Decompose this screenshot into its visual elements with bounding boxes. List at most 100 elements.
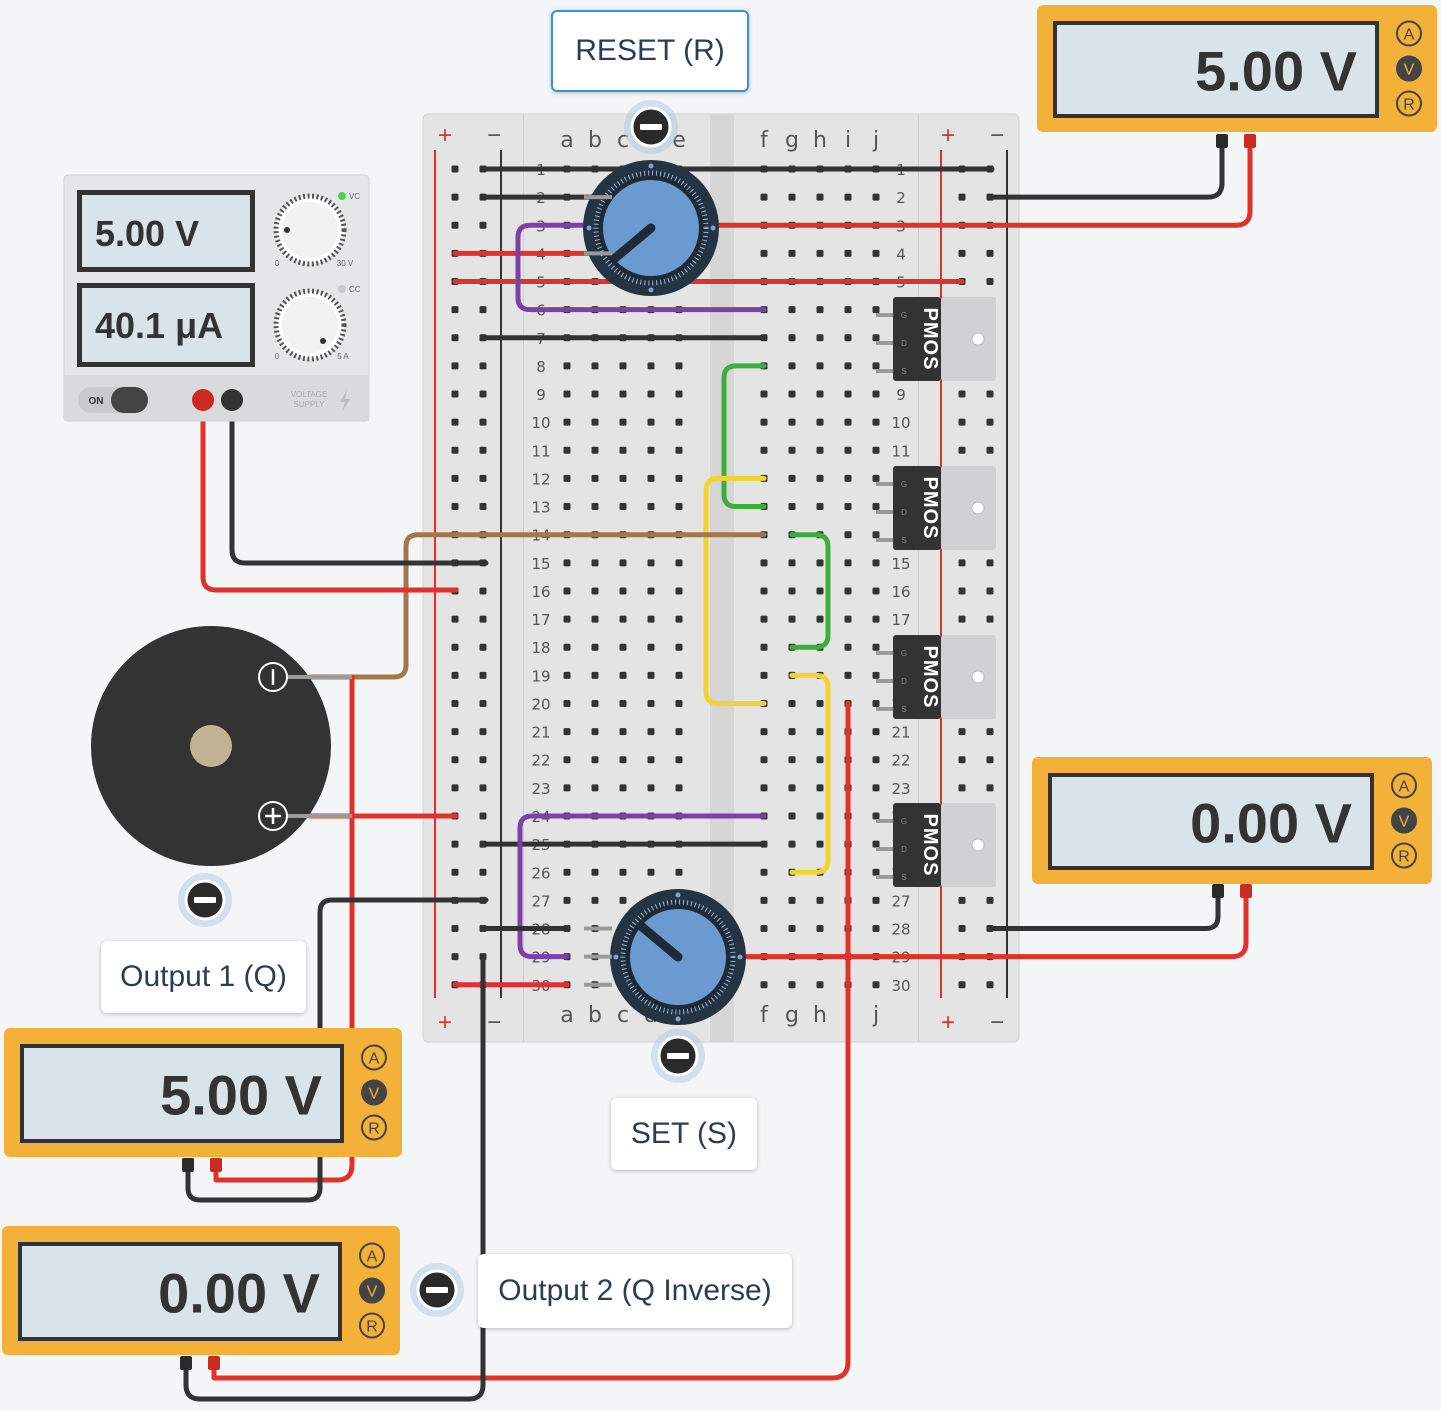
- hole[interactable]: [844, 334, 852, 342]
- hole[interactable]: [872, 418, 880, 426]
- hole[interactable]: [788, 334, 796, 342]
- reset-label[interactable]: RESET (R): [551, 10, 749, 92]
- hole[interactable]: [591, 671, 599, 679]
- hole[interactable]: [958, 615, 966, 623]
- hole[interactable]: [647, 362, 655, 370]
- hole[interactable]: [451, 784, 459, 792]
- hole[interactable]: [872, 193, 880, 201]
- piezo-buzzer[interactable]: [91, 626, 352, 866]
- wire-green-2[interactable]: [789, 532, 831, 650]
- hole[interactable]: [816, 896, 824, 904]
- hole[interactable]: [675, 615, 683, 623]
- hole[interactable]: [451, 868, 459, 876]
- hole[interactable]: [760, 418, 768, 426]
- hole[interactable]: [647, 671, 655, 679]
- hole[interactable]: [760, 559, 768, 567]
- meter-mode-a-button[interactable]: [361, 1044, 387, 1071]
- hole[interactable]: [844, 193, 852, 201]
- hole[interactable]: [986, 756, 994, 764]
- hole[interactable]: [816, 503, 824, 511]
- meter-mode-v-button[interactable]: [1396, 55, 1422, 82]
- hole[interactable]: [816, 925, 824, 933]
- wire-supply-neg[interactable]: [229, 395, 489, 566]
- wire-purple-bottom[interactable]: [517, 813, 767, 960]
- hole[interactable]: [563, 756, 571, 764]
- hole[interactable]: [986, 278, 994, 286]
- hole[interactable]: [619, 756, 627, 764]
- wire-q-neg[interactable]: [185, 897, 489, 1203]
- hole[interactable]: [479, 503, 487, 511]
- hole[interactable]: [844, 643, 852, 651]
- hole[interactable]: [816, 249, 824, 257]
- hole[interactable]: [647, 446, 655, 454]
- hole[interactable]: [647, 418, 655, 426]
- hole[interactable]: [872, 784, 880, 792]
- hole[interactable]: [479, 362, 487, 370]
- hole[interactable]: [816, 559, 824, 567]
- hole[interactable]: [788, 840, 796, 848]
- probe-jack[interactable]: [210, 1158, 222, 1172]
- hole[interactable]: [986, 728, 994, 736]
- hole[interactable]: [760, 446, 768, 454]
- hole[interactable]: [844, 474, 852, 482]
- hole[interactable]: [788, 249, 796, 257]
- hole[interactable]: [591, 784, 599, 792]
- hole[interactable]: [816, 362, 824, 370]
- hole[interactable]: [760, 671, 768, 679]
- hole[interactable]: [563, 728, 571, 736]
- hole[interactable]: [760, 193, 768, 201]
- hole[interactable]: [872, 249, 880, 257]
- hole[interactable]: [958, 446, 966, 454]
- hole[interactable]: [479, 587, 487, 595]
- hole[interactable]: [760, 868, 768, 876]
- hole[interactable]: [619, 362, 627, 370]
- hole[interactable]: [563, 362, 571, 370]
- hole[interactable]: [760, 587, 768, 595]
- hole[interactable]: [479, 699, 487, 707]
- hole[interactable]: [591, 418, 599, 426]
- hole[interactable]: [816, 306, 824, 314]
- meter-mode-a-button[interactable]: [1391, 772, 1417, 799]
- hole[interactable]: [591, 643, 599, 651]
- hole[interactable]: [872, 362, 880, 370]
- hole[interactable]: [872, 503, 880, 511]
- hole[interactable]: [788, 390, 796, 398]
- hole[interactable]: [675, 784, 683, 792]
- hole[interactable]: [958, 784, 966, 792]
- hole[interactable]: [958, 756, 966, 764]
- hole[interactable]: [451, 728, 459, 736]
- hole[interactable]: [647, 868, 655, 876]
- hole[interactable]: [844, 390, 852, 398]
- hole[interactable]: [619, 643, 627, 651]
- hole[interactable]: [872, 728, 880, 736]
- hole[interactable]: [844, 531, 852, 539]
- hole[interactable]: [816, 728, 824, 736]
- hole[interactable]: [872, 840, 880, 848]
- hole[interactable]: [647, 474, 655, 482]
- hole[interactable]: [816, 587, 824, 595]
- hole[interactable]: [675, 868, 683, 876]
- hole[interactable]: [619, 446, 627, 454]
- output-1-label[interactable]: Output 1 (Q): [101, 941, 306, 1013]
- wire-qn-neg[interactable]: [183, 954, 486, 1402]
- probe-jack[interactable]: [182, 1158, 194, 1172]
- hole[interactable]: [479, 306, 487, 314]
- hole[interactable]: [816, 981, 824, 989]
- hole[interactable]: [675, 587, 683, 595]
- hole[interactable]: [816, 446, 824, 454]
- hole[interactable]: [647, 559, 655, 567]
- hole[interactable]: [816, 756, 824, 764]
- hole[interactable]: [675, 390, 683, 398]
- meter-mode-a-button[interactable]: [1396, 20, 1422, 47]
- hole[interactable]: [872, 446, 880, 454]
- hole[interactable]: [760, 390, 768, 398]
- hole[interactable]: [619, 728, 627, 736]
- hole[interactable]: [563, 474, 571, 482]
- hole[interactable]: [591, 362, 599, 370]
- hole[interactable]: [844, 615, 852, 623]
- hole[interactable]: [958, 559, 966, 567]
- hole[interactable]: [451, 756, 459, 764]
- hole[interactable]: [647, 699, 655, 707]
- hole[interactable]: [619, 390, 627, 398]
